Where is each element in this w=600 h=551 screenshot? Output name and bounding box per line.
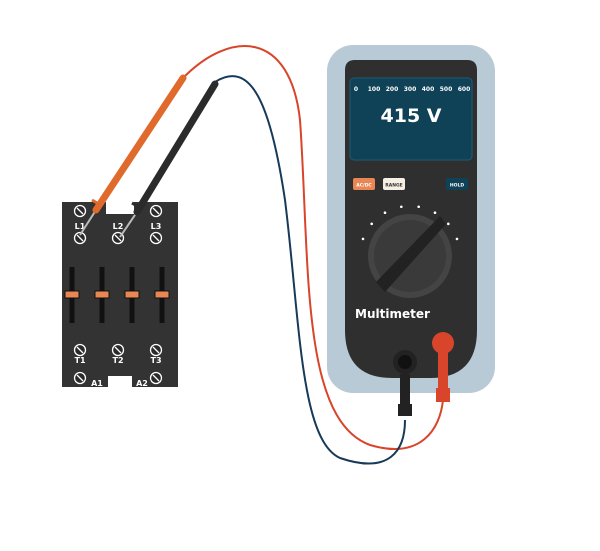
multimeter: 0 100 200 300 400 500 600 415 V AC/DC RANGE HO… xyxy=(327,45,495,416)
scale-tick-label: 500 xyxy=(440,86,453,93)
black-probe[interactable] xyxy=(119,80,219,238)
hold-button-label: HOLD xyxy=(450,183,464,189)
acdc-button-label: AC/DC xyxy=(356,183,372,189)
dial-position-dot xyxy=(447,222,450,226)
label-L3: L3 xyxy=(151,222,162,231)
terminal-screw-icon[interactable] xyxy=(149,371,163,385)
label-A1: A1 xyxy=(91,379,103,388)
terminal-screw-icon[interactable] xyxy=(73,343,87,357)
hold-button[interactable]: HOLD xyxy=(446,178,468,190)
contact-indicator xyxy=(124,267,140,323)
terminal-screw-icon[interactable] xyxy=(149,343,163,357)
acdc-button[interactable]: AC/DC xyxy=(353,178,375,190)
dial-position-dot xyxy=(383,211,387,214)
display-screen xyxy=(349,77,473,161)
terminal-screw-icon[interactable] xyxy=(73,204,87,218)
scale-tick-label: 600 xyxy=(458,86,471,93)
contact-indicator xyxy=(94,267,110,323)
terminal-screw-icon[interactable] xyxy=(111,343,125,357)
terminal-screw-icon[interactable] xyxy=(149,204,163,218)
black-lead-plug[interactable] xyxy=(398,374,412,416)
red-lead-plug[interactable] xyxy=(432,332,454,402)
rotary-dial[interactable] xyxy=(368,214,452,298)
display-reading: 415 V xyxy=(381,105,442,127)
dial-position-dot xyxy=(455,237,459,241)
dial-position-dot xyxy=(370,222,373,226)
terminal-screw-icon[interactable] xyxy=(149,231,163,245)
label-T3: T3 xyxy=(150,356,161,365)
contact-indicator xyxy=(154,267,170,323)
dial-position-dot xyxy=(400,205,403,209)
brand-label: Multimeter xyxy=(355,307,430,321)
scale-tick-label: 400 xyxy=(422,86,435,93)
label-L2: L2 xyxy=(113,222,124,231)
range-button-label: RANGE xyxy=(385,183,402,189)
range-button[interactable]: RANGE xyxy=(383,178,405,190)
scale-tick-label: 0 xyxy=(354,86,358,93)
terminal-screw-icon[interactable] xyxy=(73,371,87,385)
label-L1: L1 xyxy=(75,222,86,231)
dial-position-dot xyxy=(433,211,437,214)
com-jack[interactable] xyxy=(393,350,417,374)
scale-tick-label: 100 xyxy=(368,86,381,93)
contactor: L1 L2 L3 T1 T2 T3 A1 A2 xyxy=(62,202,178,388)
contact-indicator xyxy=(64,267,80,323)
black-test-lead-wire xyxy=(214,75,406,465)
red-probe[interactable] xyxy=(79,74,187,236)
terminal-screw-icon[interactable] xyxy=(73,231,87,245)
dial-position-dot xyxy=(361,237,365,241)
dial-position-dot xyxy=(417,205,420,209)
red-test-lead-wire xyxy=(182,45,444,450)
label-T2: T2 xyxy=(112,356,123,365)
scale-tick-label: 200 xyxy=(386,86,399,93)
scale-tick-label: 300 xyxy=(404,86,417,93)
label-T1: T1 xyxy=(74,356,85,365)
label-A2: A2 xyxy=(136,379,148,388)
